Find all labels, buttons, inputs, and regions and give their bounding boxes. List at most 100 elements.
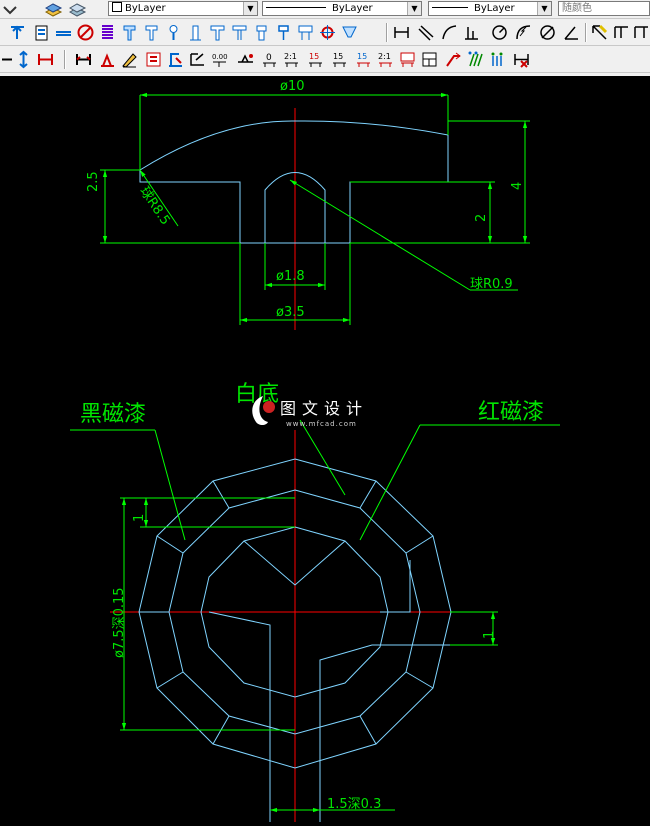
dropdown-arrow-icon[interactable] [0, 0, 17, 16]
pencil-icon[interactable] [120, 50, 139, 69]
rivet-icon[interactable] [186, 23, 205, 42]
watermark-text: 图文设计 [280, 399, 369, 418]
screw-icon[interactable] [208, 23, 227, 42]
spring-icon[interactable] [98, 23, 117, 42]
svg-text:0: 0 [266, 53, 272, 63]
slot-notch [380, 560, 411, 613]
dim-width-label: ø10 [280, 79, 305, 94]
ratio-21-icon[interactable]: 2:1 [376, 50, 395, 69]
stud-icon[interactable] [230, 23, 249, 42]
ordinate-dim-icon[interactable] [462, 23, 481, 42]
label-black-paint: 黑磁漆 [80, 402, 147, 427]
leader-black [154, 429, 186, 541]
aligned-dim-icon[interactable] [416, 23, 435, 42]
red-15-icon[interactable]: 15 [306, 50, 325, 69]
leader-icon[interactable] [188, 50, 207, 69]
chevron-down-icon[interactable]: ▼ [537, 2, 551, 15]
nut-icon[interactable] [142, 23, 161, 42]
diameter-dim-icon[interactable] [538, 23, 557, 42]
drawing-canvas[interactable]: ø10 2.5 2 4 球R8.5 ø1.8 ø3.5 球R0.9 黑磁漆 白底… [0, 76, 650, 826]
hatch-green-icon[interactable] [466, 50, 485, 69]
arc-length-icon[interactable] [440, 23, 459, 42]
pin-dowel-icon[interactable] [274, 23, 293, 42]
cone-icon[interactable] [340, 23, 359, 42]
layer-states-icon[interactable] [44, 0, 63, 17]
label-red-paint: 红磁漆 [478, 400, 545, 425]
balloon-0-icon[interactable]: 0 [260, 50, 279, 69]
dim-top-1-label: 1 [132, 513, 147, 522]
ordinate-text-icon[interactable]: 0.00 [210, 50, 229, 69]
leader-red [359, 424, 421, 541]
leader-r85 [139, 169, 179, 227]
paste-icon[interactable] [32, 23, 51, 42]
continue-dim-icon[interactable] [632, 23, 650, 42]
datum-icon[interactable] [166, 50, 185, 69]
button-slot [264, 172, 326, 243]
horizontal-dim-icon[interactable] [36, 50, 55, 69]
arrow-flag-icon[interactable] [444, 50, 463, 69]
watermark: 图文设计 www.mfcad.com [246, 392, 406, 436]
svg-text:2:1: 2:1 [284, 52, 297, 61]
chevron-down-icon[interactable]: ▼ [243, 2, 257, 15]
vertical-dim-icon[interactable] [14, 50, 33, 69]
watermark-logo-icon [252, 396, 275, 425]
inner-ring [200, 526, 389, 698]
chevron-down-icon[interactable]: ▼ [407, 2, 421, 15]
baseline-dim-icon[interactable] [612, 23, 631, 42]
cad-toolbars: ByLayer ▼ ByLayer ▼ ByLayer ▼ 随颜色 [0, 0, 650, 76]
lineweight-control-combo[interactable]: ByLayer ▼ [428, 1, 552, 16]
match-line-icon[interactable] [54, 23, 73, 42]
dim-style-icon[interactable] [8, 23, 27, 42]
dimension-toolbar-row [0, 20, 650, 46]
black-15-icon[interactable]: 15 [330, 50, 349, 69]
color-control-combo[interactable]: ByLayer ▼ [108, 1, 258, 16]
svg-text:15: 15 [309, 52, 319, 61]
tolerance-dim-icon[interactable] [74, 50, 93, 69]
leader-white [299, 419, 346, 496]
dim-stem-label: ø3.5 [276, 305, 305, 320]
toolbar-separator [386, 23, 388, 42]
hatch-blue-icon[interactable] [488, 50, 507, 69]
jogged-dim-icon[interactable] [514, 23, 533, 42]
line-sample-icon [432, 7, 468, 8]
surface-finish-icon[interactable] [98, 50, 117, 69]
blue-15-icon[interactable]: 15 [354, 50, 373, 69]
top-view [100, 92, 530, 330]
ratio-box-icon[interactable] [398, 50, 417, 69]
no-sign-icon[interactable] [76, 23, 95, 42]
arrow-left-icon[interactable] [0, 50, 19, 69]
bolt-icon[interactable] [120, 23, 139, 42]
dim-sphere-r09-label: 球R0.9 [470, 277, 513, 292]
text-edit-icon[interactable] [144, 50, 163, 69]
layer-previous-icon[interactable] [68, 0, 87, 17]
angular-dim-icon[interactable] [562, 23, 581, 42]
line-sample-icon [266, 7, 326, 8]
dim-left-height-label: 2.5 [86, 171, 101, 192]
svg-text:2:1: 2:1 [378, 52, 391, 61]
washer-icon[interactable] [252, 23, 271, 42]
scale-ratio-icon[interactable]: 2:1 [282, 50, 301, 69]
pin-icon[interactable] [164, 23, 183, 42]
button-profile [139, 120, 449, 244]
leader-r09 [289, 179, 471, 291]
gear-icon[interactable] [318, 23, 337, 42]
properties-toolbar: ByLayer ▼ ByLayer ▼ ByLayer ▼ 随颜色 [0, 0, 650, 19]
linear-dim-icon[interactable] [392, 23, 411, 42]
table-icon[interactable] [420, 50, 439, 69]
y-mark-stem [208, 611, 450, 822]
mechanical-toolbar-row: 0.00 0 2:1 15 15 15 2:1 [0, 47, 650, 73]
weld-icon[interactable] [236, 50, 255, 69]
bottom-view [70, 419, 560, 822]
watermark-url: www.mfcad.com [286, 420, 357, 428]
bearing-icon[interactable] [296, 23, 315, 42]
dim-hole-label: ø1.8 [276, 269, 305, 284]
plotstyle-control-combo[interactable]: 随颜色 [558, 1, 650, 16]
quick-dim-icon[interactable] [590, 23, 609, 42]
linetype-control-combo[interactable]: ByLayer ▼ [262, 1, 422, 16]
y-mark-top [243, 540, 346, 586]
toolbar-separator [64, 50, 66, 69]
radius-dim-icon[interactable] [490, 23, 509, 42]
cad-drawing [70, 92, 560, 822]
svg-text:0.00: 0.00 [212, 53, 228, 61]
delete-dim-icon[interactable] [512, 50, 531, 69]
